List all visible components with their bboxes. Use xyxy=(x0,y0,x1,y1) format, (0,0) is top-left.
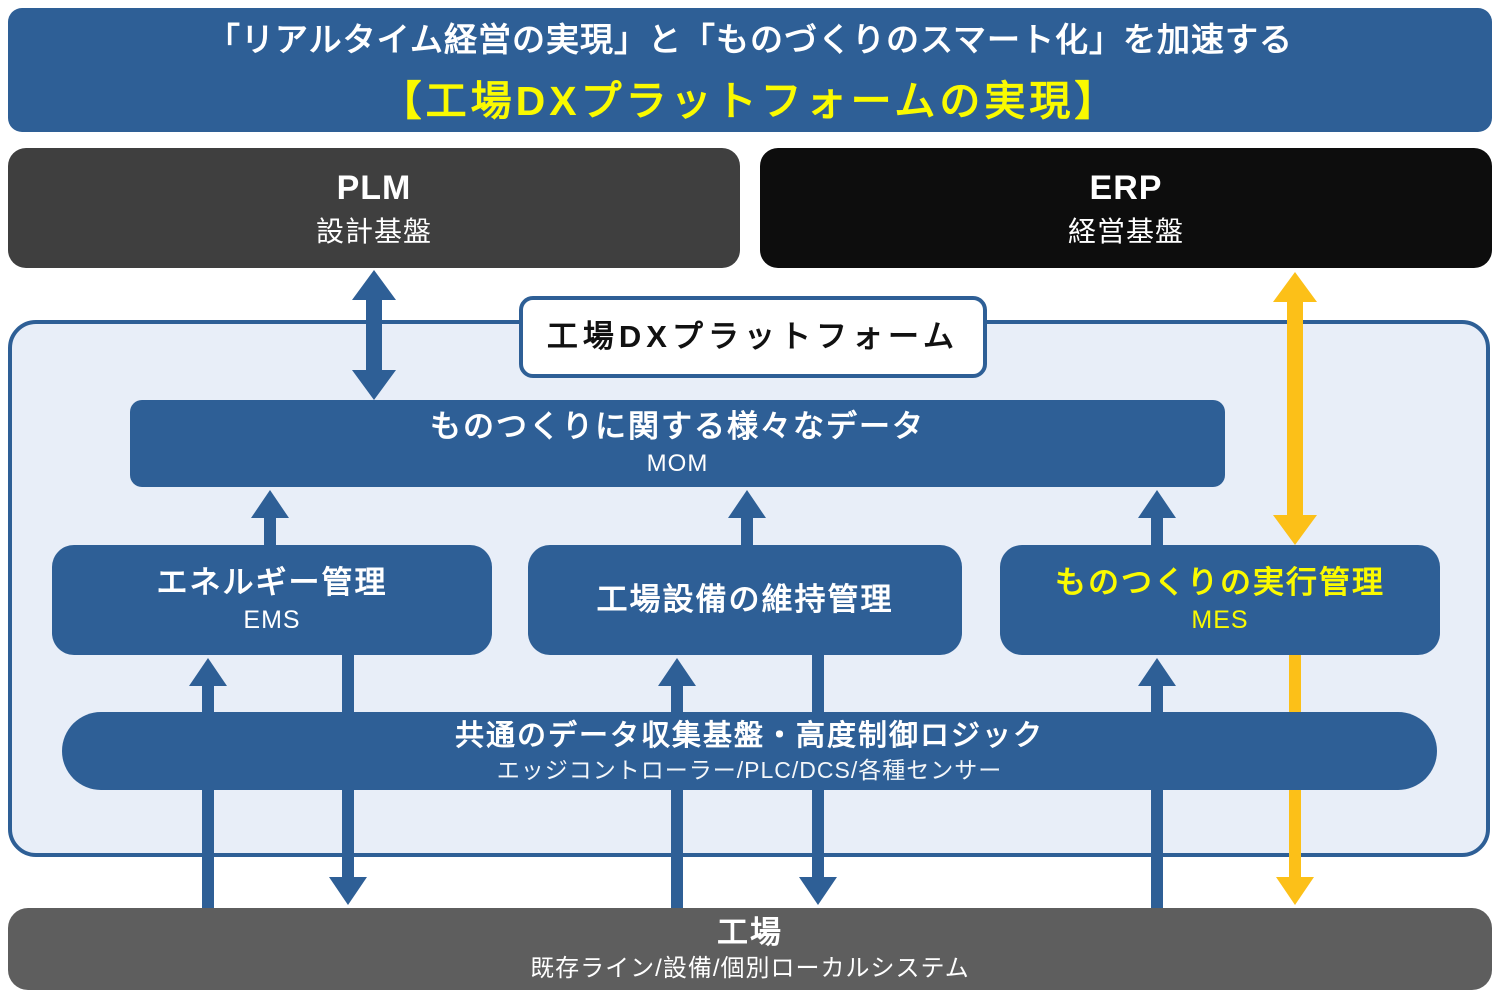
maintenance-mom-arrow-icon xyxy=(728,490,766,545)
platform-label: 工場DXプラットフォーム xyxy=(519,296,987,378)
factory-box: 工場 既存ライン/設備/個別ローカルシステム xyxy=(8,908,1492,990)
arrowhead-down-icon xyxy=(1273,515,1317,545)
mes-subtitle: MES xyxy=(1191,605,1249,634)
arrowhead-down-icon xyxy=(799,877,837,905)
maintenance-box: 工場設備の維持管理 xyxy=(528,545,962,655)
arrow-shaft xyxy=(1287,296,1303,521)
ems-subtitle: EMS xyxy=(243,605,301,634)
erp-title: ERP xyxy=(1089,169,1163,208)
arrowhead-down-icon xyxy=(352,370,396,400)
ems-title: エネルギー管理 xyxy=(156,565,388,600)
mom-subtitle: MOM xyxy=(646,449,709,477)
erp-mes-double-arrow-icon xyxy=(1273,272,1317,545)
common-base-subtitle: エッジコントローラー/PLC/DCS/各種センサー xyxy=(496,756,1003,783)
factory-subtitle: 既存ライン/設備/個別ローカルシステム xyxy=(530,955,970,983)
platform-label-text: 工場DXプラットフォーム xyxy=(546,318,960,354)
mes-title: ものつくりの実行管理 xyxy=(1055,565,1385,600)
plm-platform-double-arrow-icon xyxy=(352,270,396,400)
mes-box: ものつくりの実行管理 MES xyxy=(1000,545,1440,655)
arrowhead-down-icon xyxy=(1276,877,1314,905)
mom-title: ものつくりに関する様々なデータ xyxy=(430,409,925,445)
erp-box: ERP 経営基盤 xyxy=(760,148,1492,268)
maintenance-title: 工場設備の維持管理 xyxy=(596,581,894,617)
banner-line1: 「リアルタイム経営の実現」と「ものづくりのスマート化」を加速する xyxy=(206,21,1294,58)
ems-mom-arrow-icon xyxy=(251,490,289,545)
mom-box: ものつくりに関する様々なデータ MOM xyxy=(130,400,1225,487)
erp-subtitle: 経営基盤 xyxy=(1067,215,1184,247)
arrow-shaft xyxy=(1151,512,1163,545)
ems-box: エネルギー管理 EMS xyxy=(52,545,492,655)
factory-title: 工場 xyxy=(717,914,783,950)
common-base-box: 共通のデータ収集基盤・高度制御ロジック エッジコントローラー/PLC/DCS/各… xyxy=(62,712,1437,790)
title-banner: 「リアルタイム経営の実現」と「ものづくりのスマート化」を加速する 【工場DXプラ… xyxy=(8,8,1492,132)
mes-mom-arrow-icon xyxy=(1138,490,1176,545)
common-base-title: 共通のデータ収集基盤・高度制御ロジック xyxy=(454,719,1044,752)
arrow-shaft xyxy=(264,512,276,545)
arrowhead-down-icon xyxy=(329,877,367,905)
plm-box: PLM 設計基盤 xyxy=(8,148,740,268)
banner-line2: 【工場DXプラットフォームの実現】 xyxy=(380,78,1120,124)
plm-subtitle: 設計基盤 xyxy=(315,215,432,247)
arrow-shaft xyxy=(741,512,753,545)
plm-title: PLM xyxy=(336,169,412,208)
arrow-shaft xyxy=(366,294,382,376)
